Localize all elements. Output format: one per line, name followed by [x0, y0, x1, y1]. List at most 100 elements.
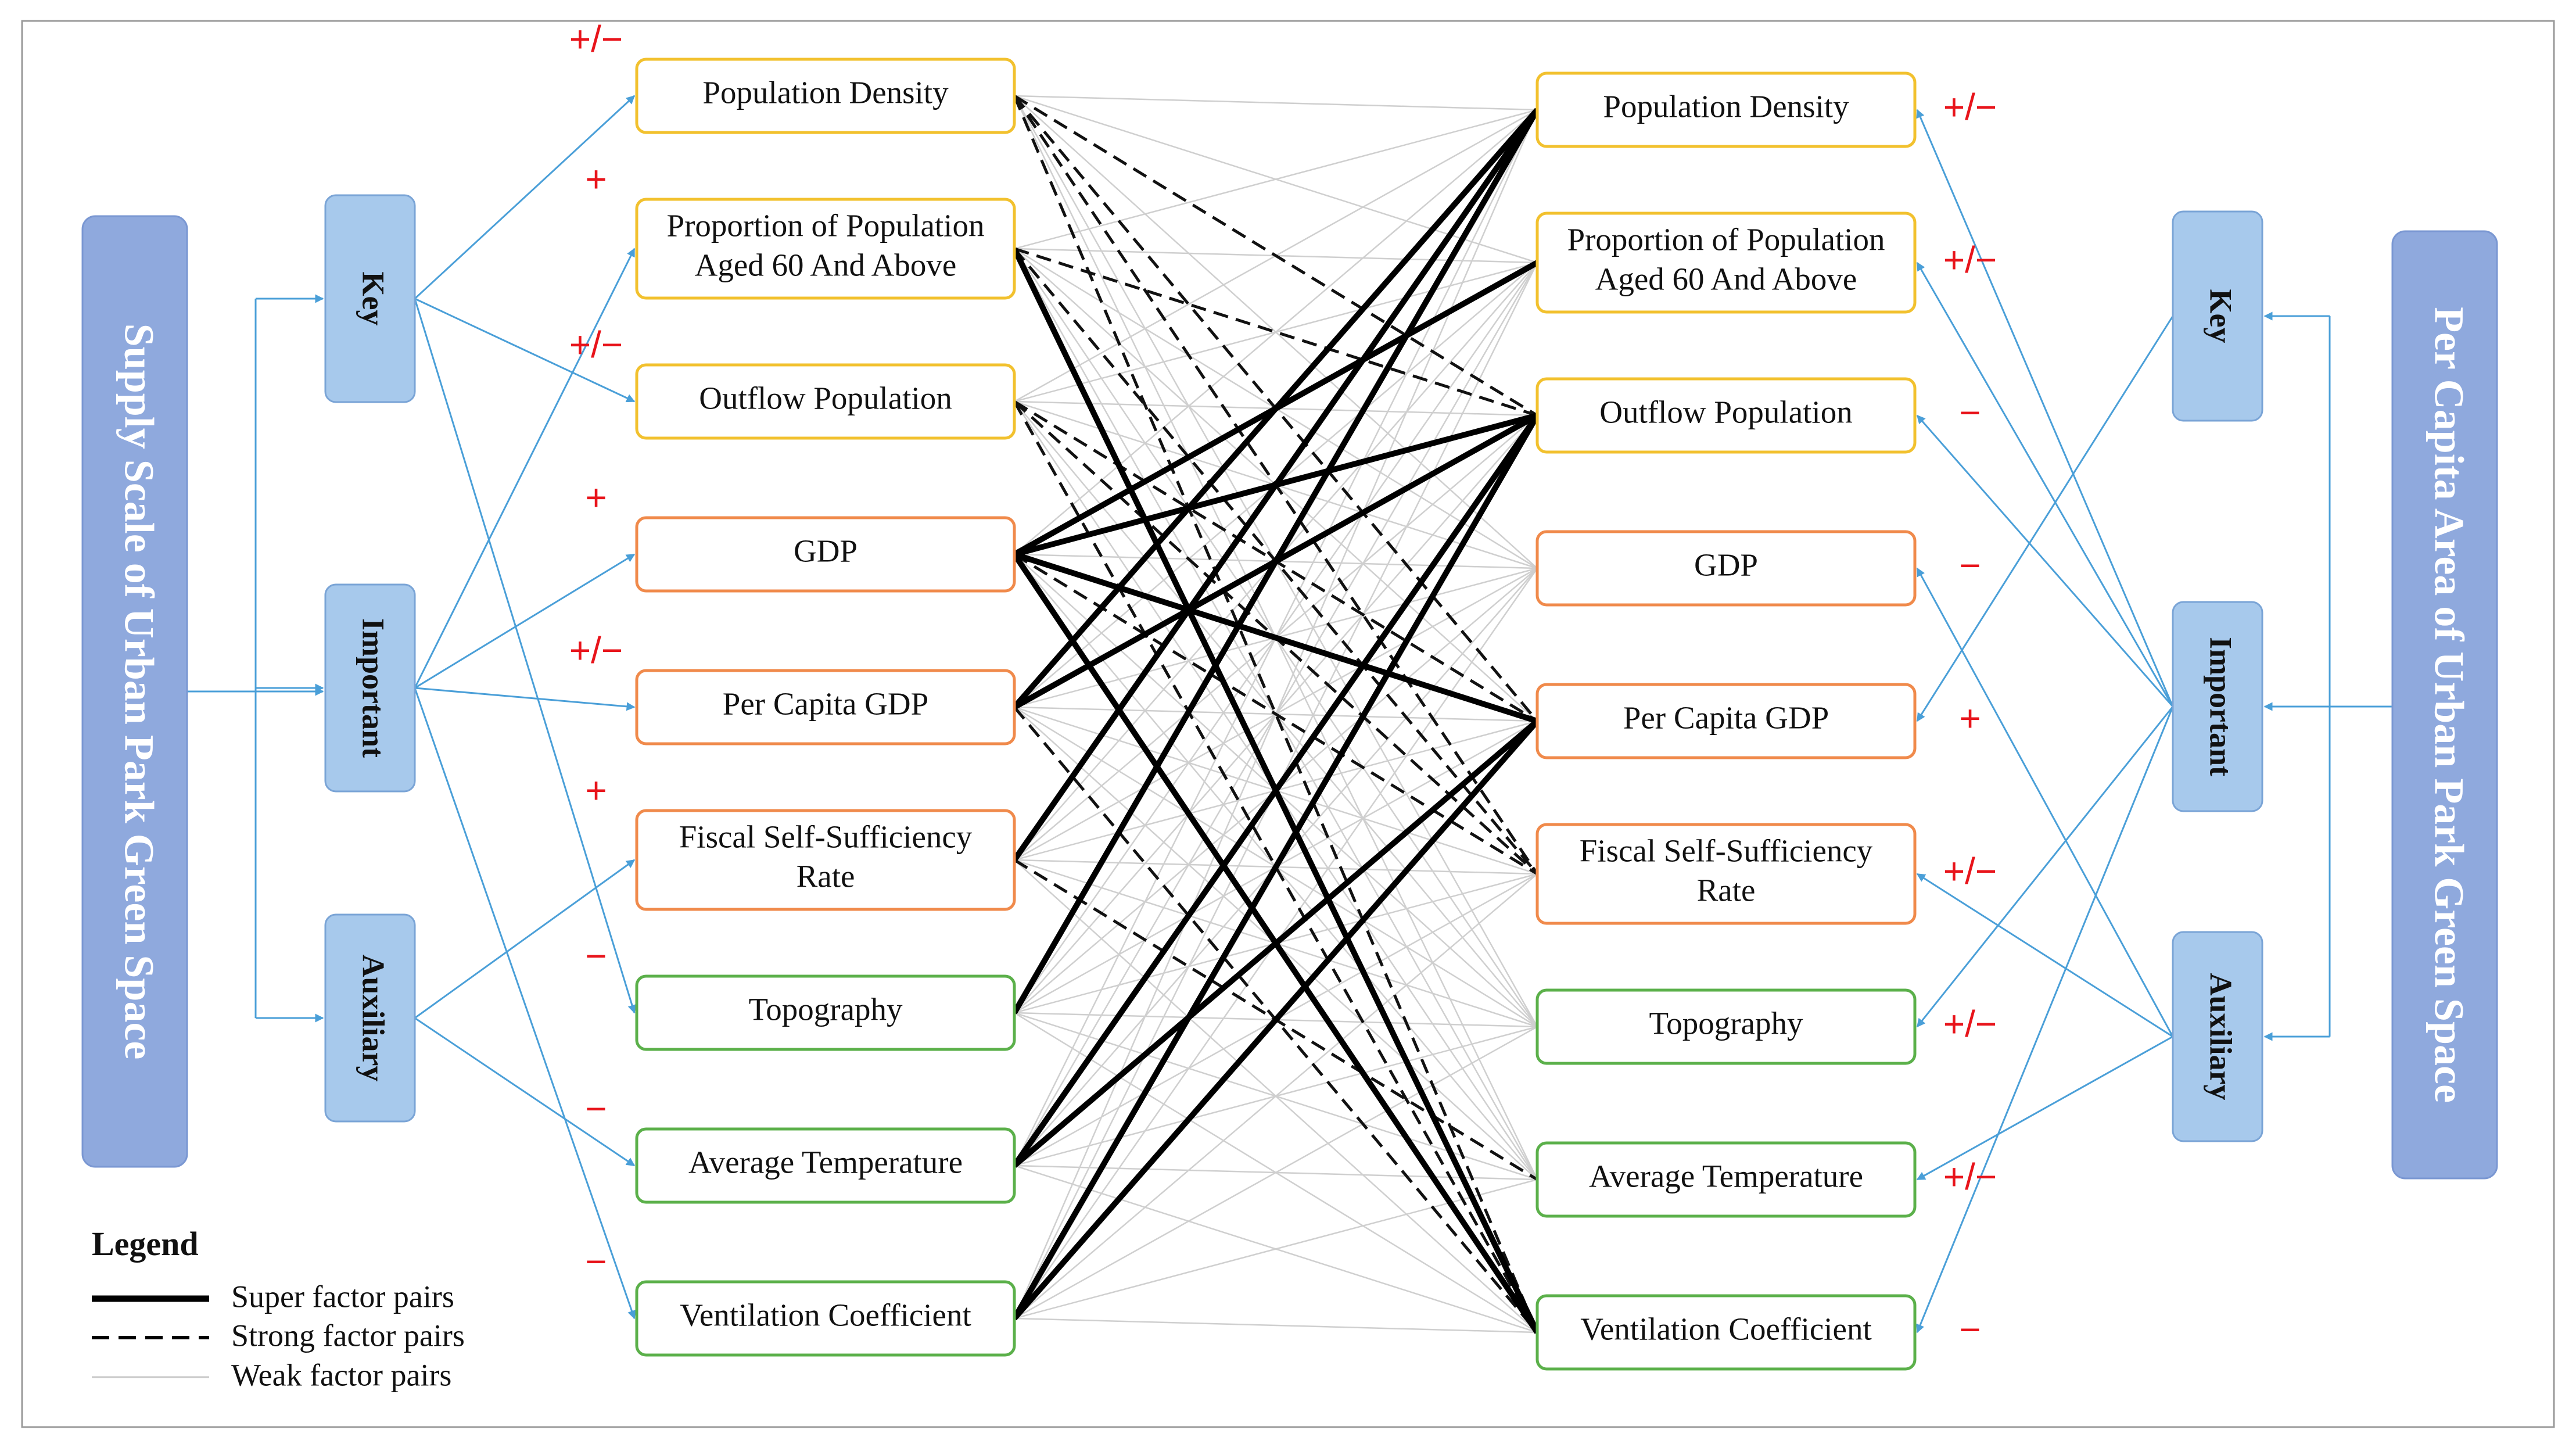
factor-label: Topography — [1649, 1006, 1803, 1041]
left-factor-topography: Topography − — [585, 935, 1016, 1051]
left-factor-population-density: Population Density +/− — [569, 18, 1016, 134]
left-level-arrow — [414, 1017, 636, 1167]
left-factor-ventilation-coefficient: Ventilation Coefficient− — [585, 1241, 1016, 1357]
strong-factor-pair — [1013, 95, 1539, 1333]
right-factor-average-temperature: Average Temperature+/− — [1535, 1141, 1997, 1218]
factor-box — [1535, 71, 1917, 148]
svg-text:Auxiliary: Auxiliary — [356, 954, 391, 1081]
factor-sign: +/− — [1943, 1003, 1997, 1045]
factor-box — [635, 58, 1016, 134]
factor-sign: − — [1959, 392, 1981, 433]
factor-sign: +/− — [1943, 239, 1997, 281]
factor-sign: − — [585, 935, 607, 977]
level-connectors — [187, 95, 2392, 1334]
left-level-arrow — [414, 248, 636, 689]
factor-sign: − — [1959, 544, 1981, 586]
strong-factor-pair — [1013, 400, 1539, 1334]
factor-box — [1535, 377, 1917, 454]
legend: Legend Super factor pairs Strong factor … — [92, 1225, 465, 1392]
right-level-arrow — [1916, 261, 2174, 707]
right-factor-topography: Topography +/− — [1535, 988, 1997, 1065]
factor-box — [635, 516, 1016, 593]
left-title-bar: Supply Scale of Urban Park Green Space — [81, 215, 188, 1168]
right-level-arrow — [1916, 316, 2174, 722]
left-factor-gdp: GDP+ — [585, 476, 1016, 593]
svg-text:Key: Key — [356, 272, 391, 326]
weak-factor-pair — [1014, 1317, 1538, 1334]
legend-weak-label: Weak factor pairs — [231, 1357, 451, 1392]
weak-factor-pair — [1014, 95, 1538, 111]
right-title: Per Capita Area of Urban Park Green Spac… — [2426, 307, 2472, 1103]
super-factor-pair — [1012, 719, 1540, 1321]
weak-factor-pair — [1014, 873, 1538, 1319]
factor-sign: + — [1959, 697, 1981, 739]
factor-box — [635, 1280, 1016, 1357]
left-level-arrow — [414, 298, 636, 403]
left-level-arrow — [414, 298, 637, 1014]
right-level-arrow — [1916, 567, 2174, 1037]
left-factor-per-capita-gdp: Per Capita GDP +/− — [569, 629, 1016, 745]
left-factor-average-temperature: Average Temperature− — [585, 1088, 1016, 1204]
factor-box — [1535, 683, 1917, 759]
super-factor-pair — [1011, 414, 1540, 1167]
factor-label: Population Density — [702, 75, 949, 110]
factor-sign: − — [1959, 1309, 1981, 1350]
factor-box — [1535, 212, 1917, 314]
right-level-important: Important — [2172, 601, 2263, 812]
factor-label: Outflow Population — [1599, 395, 1852, 430]
left-level-arrow — [414, 687, 636, 711]
left-factor-outflow-population: Outflow Population+/− — [569, 324, 1016, 440]
factor-box — [1535, 823, 1917, 925]
factor-label: Aged 60 And Above — [695, 248, 957, 283]
right-level-arrow — [1916, 1035, 2173, 1181]
super-factor-pair — [1011, 414, 1540, 1320]
legend-super-label: Super factor pairs — [231, 1279, 454, 1314]
factor-sign: +/− — [1943, 1156, 1997, 1198]
factor-pair-edges — [1011, 94, 1540, 1334]
factor-label: Proportion of Population — [1567, 222, 1885, 257]
left-level-key: Key — [324, 194, 416, 403]
factor-sign: +/− — [569, 629, 623, 671]
factor-sign: − — [585, 1241, 607, 1282]
factor-box — [1535, 1294, 1917, 1371]
factor-label: GDP — [1694, 547, 1758, 583]
svg-text:Key: Key — [2204, 289, 2238, 343]
factor-sign: +/− — [1943, 86, 1997, 128]
factor-box — [635, 363, 1016, 440]
right-level-arrow — [1916, 414, 2174, 707]
factor-label: Fiscal Self-Sufficiency — [1580, 833, 1873, 869]
right-factor-outflow-population: Outflow Population − — [1535, 377, 1981, 454]
right-factor-gdp: GDP − — [1535, 530, 1981, 607]
right-level-auxiliary: Auxiliary — [2172, 931, 2263, 1142]
factor-box — [635, 974, 1016, 1051]
factor-label: Per Capita GDP — [723, 686, 928, 722]
svg-text:Important: Important — [2204, 637, 2238, 776]
factor-sign: +/− — [569, 18, 623, 60]
factor-label: Rate — [1697, 873, 1756, 908]
super-factor-pair — [1012, 107, 1540, 709]
strong-factor-pair — [1013, 94, 1538, 417]
factor-label: GDP — [794, 533, 858, 569]
factor-label: Aged 60 And Above — [1595, 261, 1857, 297]
factor-box — [1535, 530, 1917, 607]
left-factor-nodes: Population Density +/− Proportion of Popul… — [569, 18, 1016, 1357]
right-level-arrow — [1916, 706, 2174, 1334]
factor-box — [635, 198, 1016, 300]
right-factor-ventilation-coefficient: Ventilation Coefficient − — [1535, 1294, 1981, 1371]
left-level-arrow — [414, 553, 636, 689]
factor-sign: − — [585, 1088, 607, 1130]
factor-label: Rate — [797, 859, 855, 894]
left-level-important: Important — [324, 583, 416, 793]
super-factor-pair — [1011, 108, 1540, 1015]
left-title: Supply Scale of Urban Park Green Space — [116, 324, 162, 1060]
factor-sign: + — [585, 769, 607, 811]
weak-factor-pair — [1014, 1026, 1538, 1320]
svg-text:Important: Important — [356, 618, 391, 758]
factor-label: Topography — [749, 992, 903, 1027]
factor-label: Ventilation Coefficient — [1580, 1311, 1872, 1347]
factor-label: Proportion of Population — [667, 208, 985, 243]
factor-box — [1535, 1141, 1917, 1218]
legend-strong-label: Strong factor pairs — [231, 1318, 465, 1353]
